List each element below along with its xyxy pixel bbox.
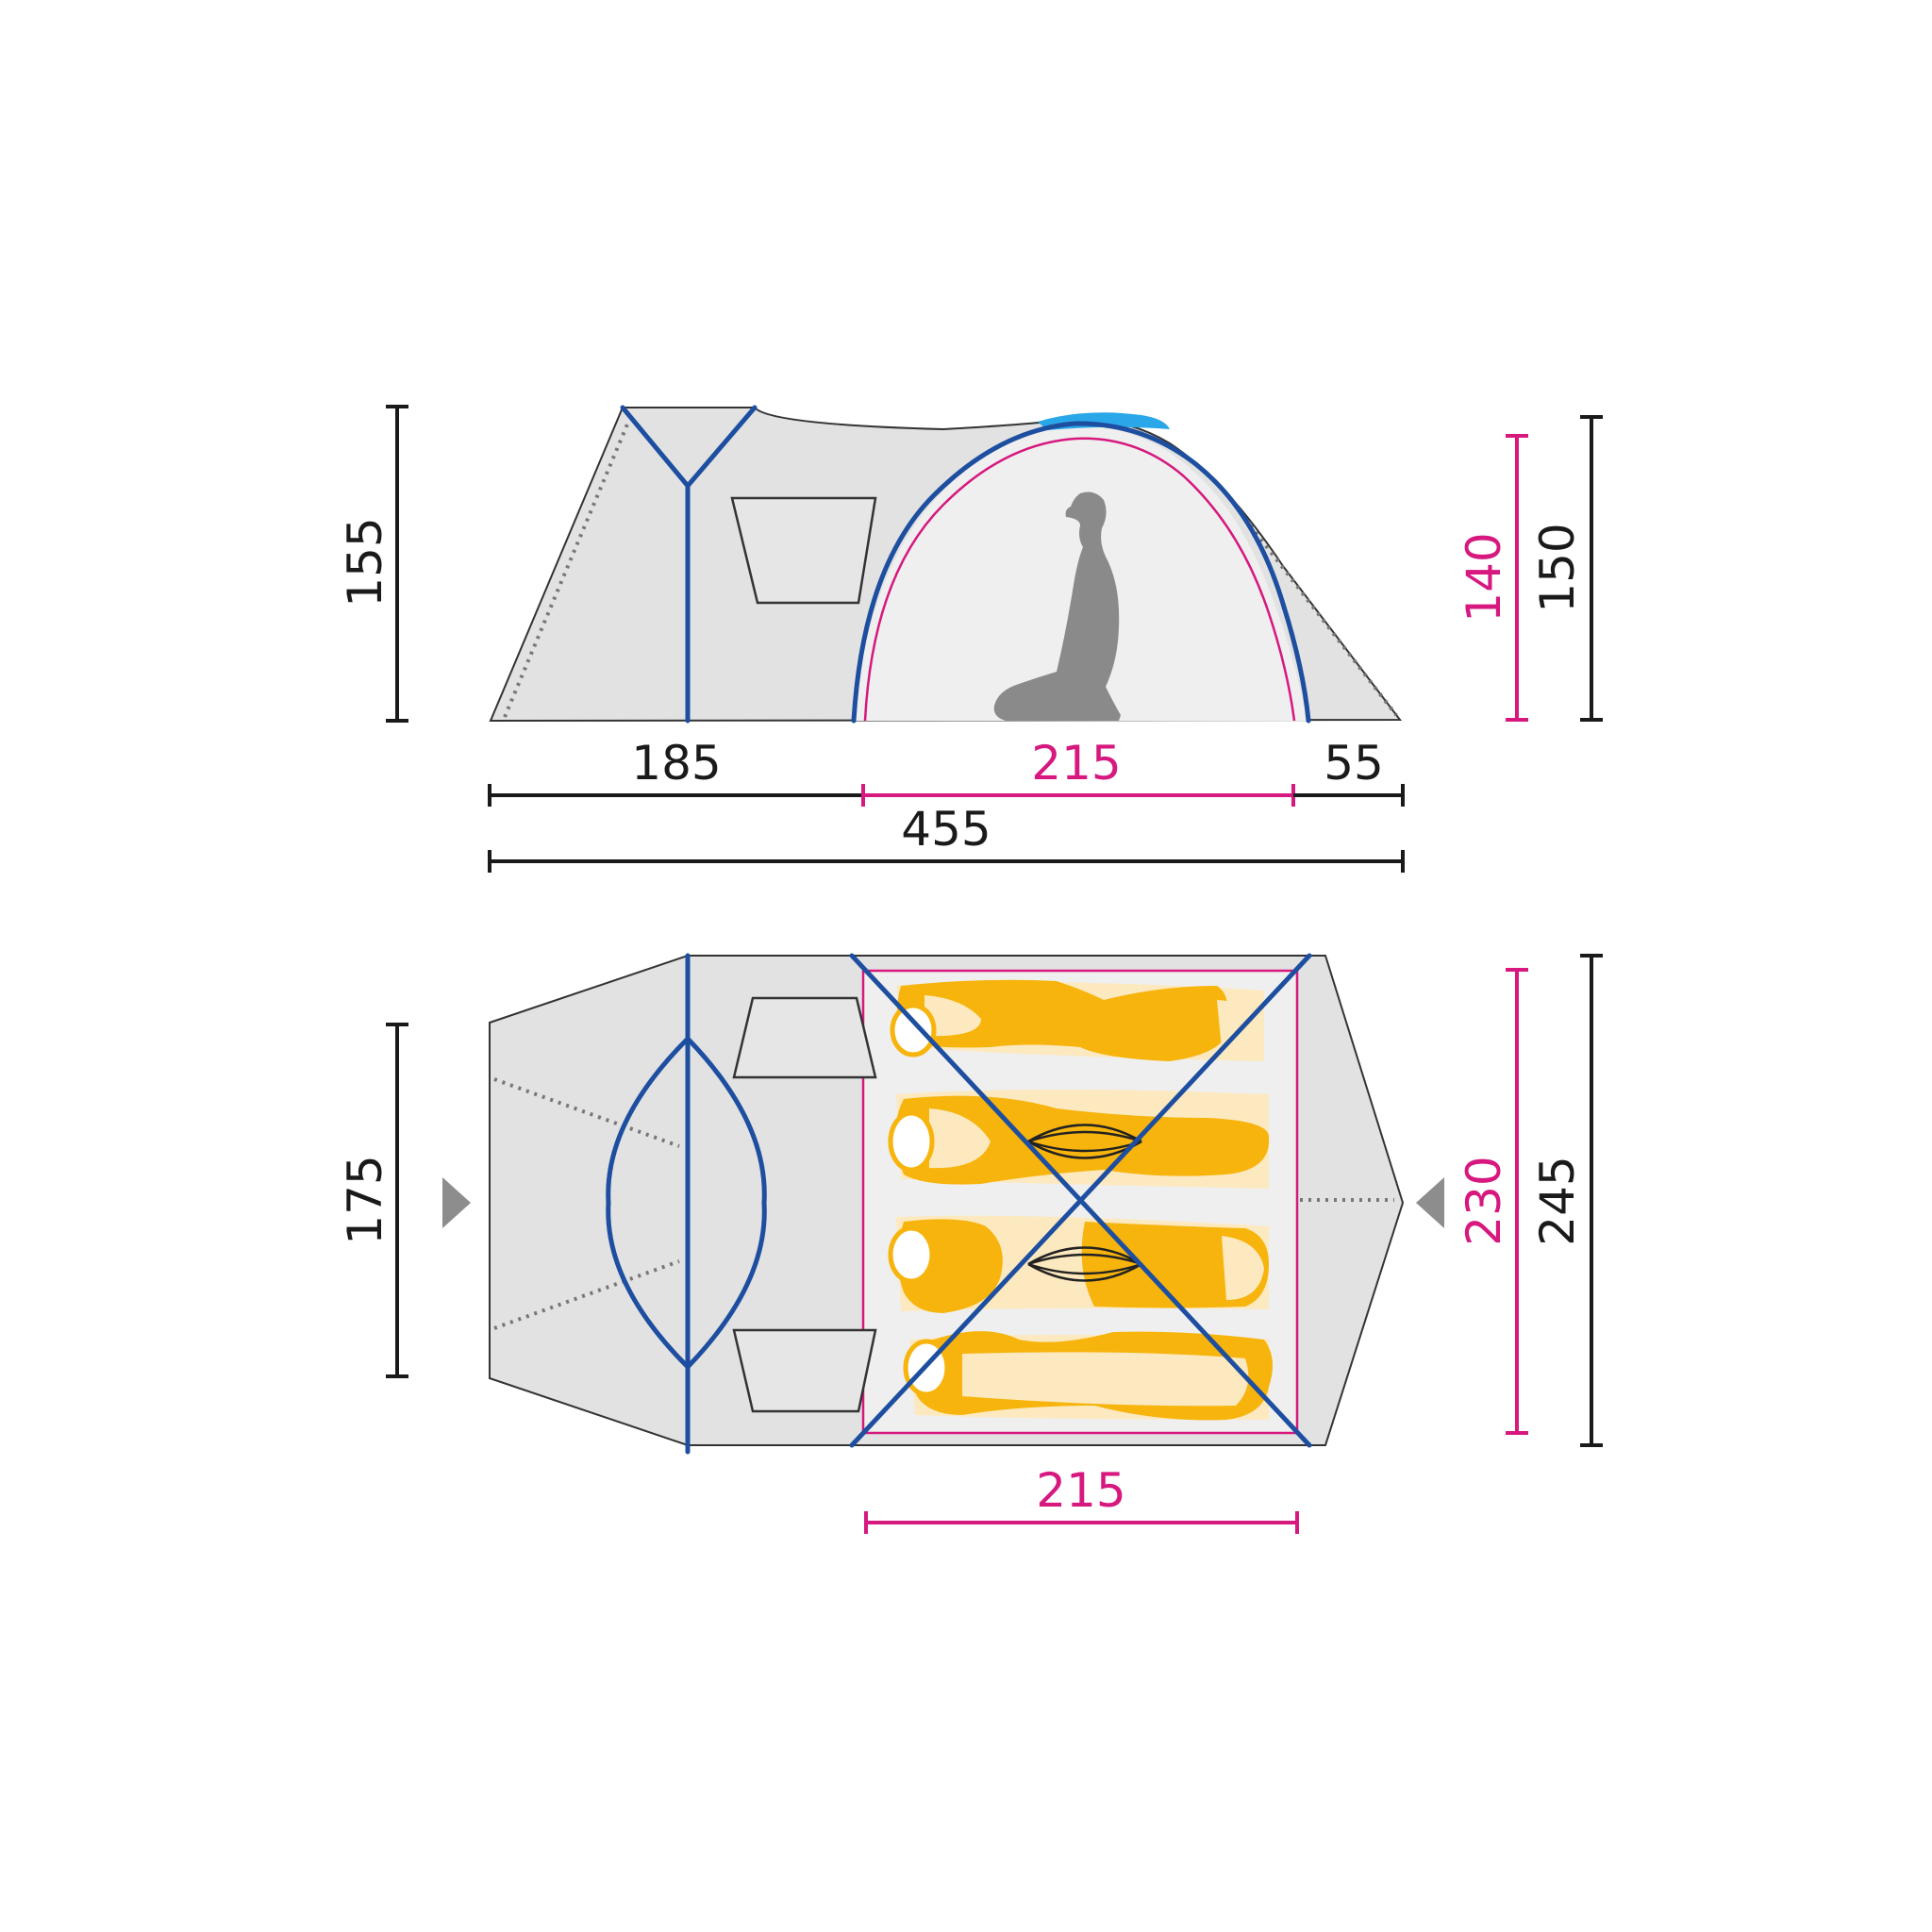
label-length-inner: 215 [1031,736,1121,791]
label-length-rear: 55 [1324,736,1384,791]
side-view [489,405,1403,724]
dim-line-width-inner [1506,968,1528,1435]
side-inner-outline [863,437,1296,722]
top-guyline-front-lower [493,1259,680,1330]
entrance-arrow-left-icon [442,1177,471,1228]
dim-line-height-inner [1506,434,1528,722]
label-height-inner: 140 [1457,532,1511,622]
label-width-total: 245 [1530,1156,1585,1245]
label-height-rear: 150 [1530,523,1585,612]
side-dimensions: 155 140 150 185 215 55 455 [338,405,1603,873]
side-rear-guyline [1243,517,1398,717]
side-front-guyline [503,419,631,718]
side-y-pole [620,405,758,724]
sleeper-head-1 [890,1003,937,1058]
label-length-inner-top: 215 [1036,1463,1125,1518]
top-cross-pole-2 [849,953,1312,1448]
sleeper-head-2 [888,1110,935,1173]
top-window-lower [732,1328,877,1413]
top-view [442,953,1444,1455]
top-inner-outline [861,969,1299,1435]
dim-line-height-rear [1580,415,1603,722]
dim-line-length-rear [1293,784,1405,807]
label-width-front: 175 [338,1155,392,1244]
entrance-arrow-right-icon [1416,1177,1444,1228]
dim-line-length-vestibule [488,784,863,807]
person-silhouette-icon [993,491,1121,721]
sleeping-bag-2 [888,1090,1270,1189]
side-window [730,496,877,605]
dim-line-length-total [488,850,1405,873]
dim-line-width-total [1580,954,1603,1447]
sleeping-bag-1 [890,979,1264,1061]
sleeping-bag-3 [888,1215,1269,1313]
label-width-inner: 230 [1457,1156,1511,1245]
label-length-total: 455 [901,802,991,857]
dim-line-length-inner-top [864,1511,1299,1534]
sleeping-bag-4 [903,1331,1273,1421]
top-guyline-front-upper [493,1077,680,1148]
dim-line-width-front [386,1023,408,1378]
top-dimensions: 175 230 245 215 [338,954,1603,1534]
top-vent-lower [1027,1246,1142,1282]
label-length-vestibule: 185 [631,736,721,791]
sleeper-head-3 [888,1225,935,1284]
label-height-total: 155 [338,517,392,607]
side-arch-pole [851,421,1311,724]
dim-line-height-total [386,405,408,723]
top-window-upper [732,996,877,1079]
top-front-arch-pole [606,1035,767,1371]
